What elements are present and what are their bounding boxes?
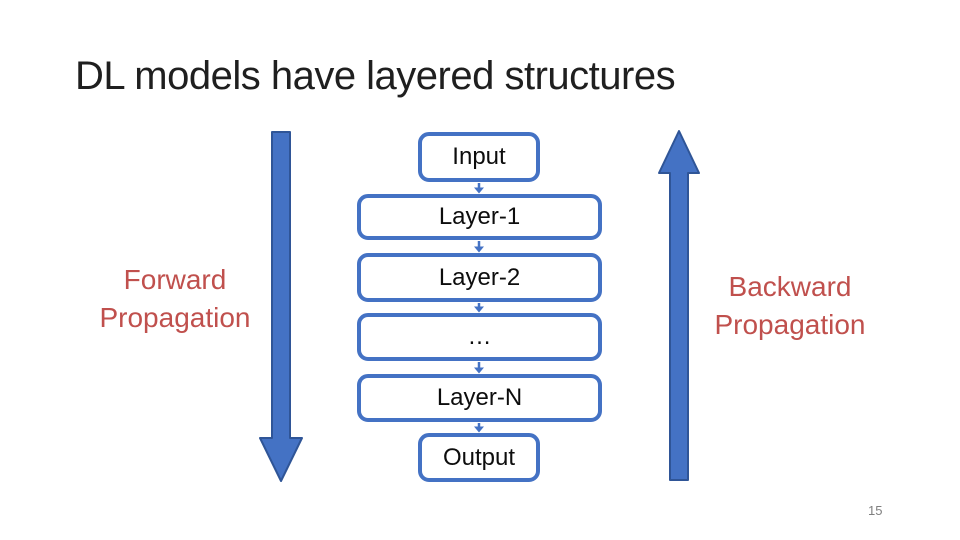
- connector-arrow: [474, 362, 484, 374]
- backward-propagation-line1: Backward: [728, 271, 852, 302]
- node-layer-1: Layer-1: [357, 194, 602, 240]
- node-input: Input: [418, 132, 540, 182]
- backward-propagation-label: Backward Propagation: [680, 268, 900, 344]
- node-output: Output: [418, 433, 540, 482]
- connector-arrow: [474, 241, 484, 253]
- node-layer-n: Layer-N: [357, 374, 602, 422]
- page-title: DL models have layered structures: [75, 54, 676, 98]
- forward-propagation-line2: Propagation: [99, 302, 251, 333]
- node-ellipsis: …: [357, 313, 602, 361]
- page-number: 15: [868, 503, 883, 518]
- connector-arrow: [474, 303, 484, 313]
- forward-propagation-label: Forward Propagation: [65, 261, 285, 337]
- connector-arrow: [474, 423, 484, 433]
- forward-propagation-line1: Forward: [123, 264, 227, 295]
- backward-propagation-line2: Propagation: [714, 309, 866, 340]
- connector-arrow: [474, 183, 484, 194]
- node-layer-2: Layer-2: [357, 253, 602, 302]
